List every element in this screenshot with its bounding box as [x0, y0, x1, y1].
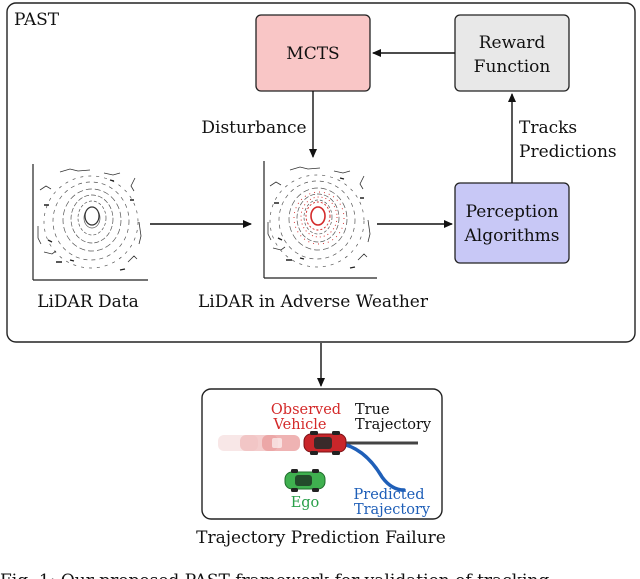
lidar-data-label: LiDAR Data	[37, 292, 139, 312]
lidar-weather-image	[263, 161, 377, 279]
perception-node	[454, 182, 570, 264]
figure-caption: Fig. 1: Our proposed PAST framework for …	[0, 571, 549, 579]
perception-label-line1: Perception	[466, 202, 559, 222]
perception-label-line2: Algorithms	[463, 226, 559, 246]
predicted-trajectory-label-line1: Predicted	[354, 487, 425, 503]
reward-function-label-line1: Reward	[479, 33, 546, 53]
predicted-trajectory-label-line2: Trajectory	[354, 502, 431, 518]
lidar-weather-label: LiDAR in Adverse Weather	[198, 292, 429, 312]
disturbance-label: Disturbance	[201, 118, 306, 138]
predicted-trajectory-curve	[336, 441, 406, 492]
failure-panel	[201, 388, 443, 520]
mcts-label: MCTS	[286, 44, 339, 64]
failure-panel-caption: Trajectory Prediction Failure	[196, 528, 446, 548]
ego-label: Ego	[291, 495, 320, 511]
reward-function-label-line2: Function	[474, 57, 551, 77]
tracks-label-line1: Tracks	[519, 118, 577, 138]
past-frame	[6, 2, 636, 343]
reward-function-node	[454, 14, 570, 92]
lidar-data-image	[32, 164, 148, 281]
observed-vehicle-label-line2: Vehicle	[272, 417, 326, 433]
ego-vehicle-car-icon	[284, 469, 326, 492]
observed-vehicle-trail	[218, 435, 300, 451]
observed-vehicle-label-line1: Observed	[271, 402, 341, 418]
tracks-label-line2: Predictions	[519, 142, 617, 162]
past-frame-title: PAST	[14, 10, 60, 30]
observed-vehicle-car-icon	[303, 431, 347, 455]
true-trajectory-label-line2: Trajectory	[355, 417, 432, 433]
true-trajectory-label-line1: True	[355, 402, 390, 418]
